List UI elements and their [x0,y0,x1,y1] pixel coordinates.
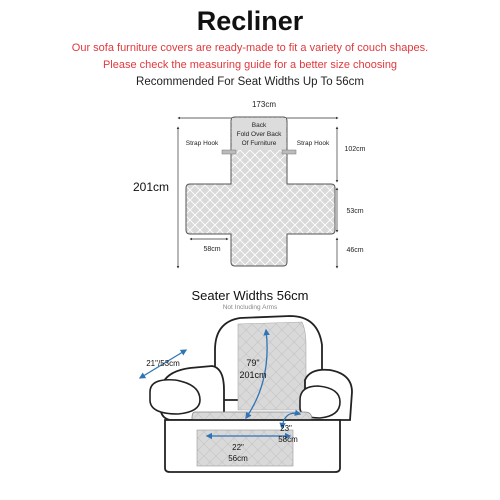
arm-length-arrow [138,349,188,379]
back-label-line-3: Of Furniture [242,140,277,147]
back-label-line-2: Fold Over Back [237,131,283,138]
height-label: 201cm [133,180,169,194]
chair-left-armrest [149,378,201,415]
length-dimension-text-inch: 79" [246,358,259,368]
subtitle-line-2: Please check the measuring guide for a b… [102,59,398,71]
front-dimension-label: 46cm [346,247,363,254]
strap-hook-left-label: Strap Hook [186,140,219,147]
length-dimension-text-cm: 201cm [239,370,266,380]
back-fold-area [232,118,286,150]
page-title: Recliner [196,6,304,36]
armchair-illustration: 21"/53cm 79" 201cm 23" 58cm 22" 56cm [138,315,353,473]
back-label-line-1: Back [252,122,267,129]
strap-hook-left-icon [221,149,237,155]
seat-dimension-text-cm: 56cm [228,454,248,463]
side-dimension-text-cm: 58cm [278,435,298,444]
seat-width-recommendation: Recommended For Seat Widths Up To 56cm [136,76,364,88]
cover-shape [185,116,336,267]
subtitle-line-1: Our sofa furniture covers are ready-made… [71,42,429,54]
strap-hook-right-icon [281,149,297,155]
back-dimension-label: 102cm [344,146,365,153]
seater-width-title: Seater Widths 56cm [191,288,309,303]
strap-hook-right-label: Strap Hook [297,140,330,147]
width-label: 173cm [252,100,276,109]
seat-dimension-text-inch: 22" [232,443,244,452]
arm-dimension-text: 21"/53cm [146,359,180,368]
flat-cover-diagram: 173cm 201cm Back Fold Over Back Of Furni… [133,100,366,269]
side-dimension-text-inch: 23" [280,424,292,433]
seat-dimension-label: 53cm [346,208,363,215]
seater-width-subtitle: Not Including Arms [222,304,278,311]
arm-depth-arrow [279,409,302,430]
cover-length-arrow [245,328,270,420]
arm-dimension-label: 58cm [203,246,220,253]
